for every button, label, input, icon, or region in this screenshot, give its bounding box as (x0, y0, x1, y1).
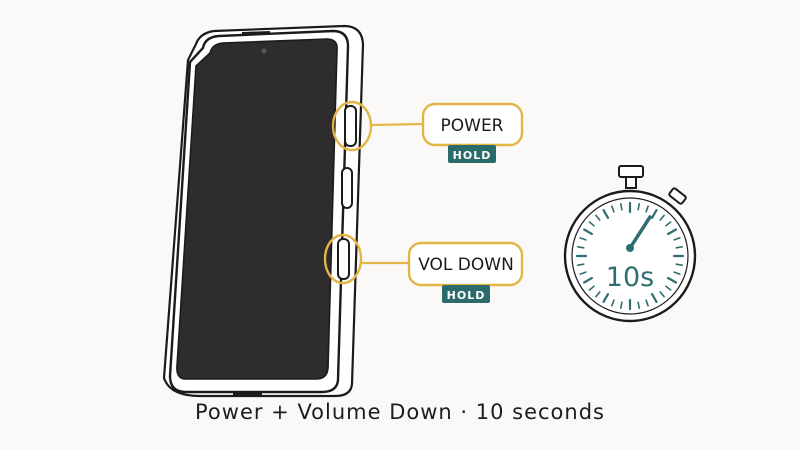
stopwatch-tick (595, 214, 601, 221)
stopwatch-tick (650, 209, 658, 219)
stopwatch-tick (637, 203, 641, 211)
power-highlight-ring (331, 100, 373, 152)
stopwatch-tick (602, 209, 610, 219)
stopwatch-tick (645, 205, 649, 213)
stopwatch-tick (595, 291, 601, 298)
caption: Power + Volume Down · 10 seconds (195, 400, 605, 424)
phone-illustration (162, 24, 365, 398)
vol-down-callout: VOL DOWN HOLD (407, 241, 524, 303)
stopwatch-tick (583, 276, 593, 284)
vol-down-highlight-ring (323, 233, 363, 285)
stopwatch-tick (659, 291, 665, 298)
stopwatch-bezel (571, 197, 689, 315)
power-button (344, 105, 357, 147)
vol-down-hold-tag (442, 285, 490, 303)
stopwatch-tick (645, 299, 649, 307)
stopwatch-tick (588, 285, 595, 291)
stopwatch-case (563, 189, 697, 323)
volume-down-button (337, 238, 350, 280)
stopwatch-tick (577, 245, 585, 249)
stopwatch-tick (611, 299, 615, 307)
stopwatch-tick (637, 301, 641, 309)
stopwatch-tick (579, 237, 587, 241)
vol-down-hold-text: HOLD (447, 289, 486, 302)
timer-value: 10s (606, 262, 654, 293)
phone-top-slot (241, 31, 271, 34)
stopwatch-tick (579, 271, 587, 275)
stopwatch-tick (611, 205, 615, 213)
phone-screen (176, 38, 338, 380)
stopwatch-tick (665, 285, 672, 291)
camera-icon (261, 48, 267, 54)
stopwatch-side-button (668, 187, 687, 205)
stopwatch-tick (619, 203, 623, 211)
power-label: POWER (441, 116, 504, 136)
volume-up-button (341, 167, 353, 209)
vol-down-label: VOL DOWN (418, 255, 514, 275)
stopwatch-tick (619, 301, 623, 309)
stopwatch-tick (659, 214, 665, 221)
stopwatch-tick (667, 276, 677, 284)
power-hold-tag (448, 145, 496, 163)
stopwatch-tick (667, 228, 677, 236)
stopwatch-tick (665, 221, 672, 227)
stopwatch-tick (673, 271, 681, 275)
stopwatch-hand (628, 215, 652, 250)
stopwatch-tick (577, 263, 585, 267)
stopwatch-stem (625, 176, 637, 189)
stopwatch-icon: 10s (563, 165, 697, 323)
stopwatch-tick (583, 228, 593, 236)
power-callout: POWER HOLD (421, 102, 524, 163)
stopwatch-tick (675, 245, 683, 249)
stopwatch-tick (675, 263, 683, 267)
stopwatch-tick (650, 293, 658, 303)
power-hold-text: HOLD (453, 149, 492, 162)
stopwatch-ticks (575, 201, 685, 311)
stopwatch-tick (588, 221, 595, 227)
stopwatch-crown (618, 165, 644, 178)
stopwatch-tick (673, 237, 681, 241)
stopwatch-hub (626, 244, 634, 252)
stopwatch-tick (602, 293, 610, 303)
power-leader-line (370, 122, 424, 127)
